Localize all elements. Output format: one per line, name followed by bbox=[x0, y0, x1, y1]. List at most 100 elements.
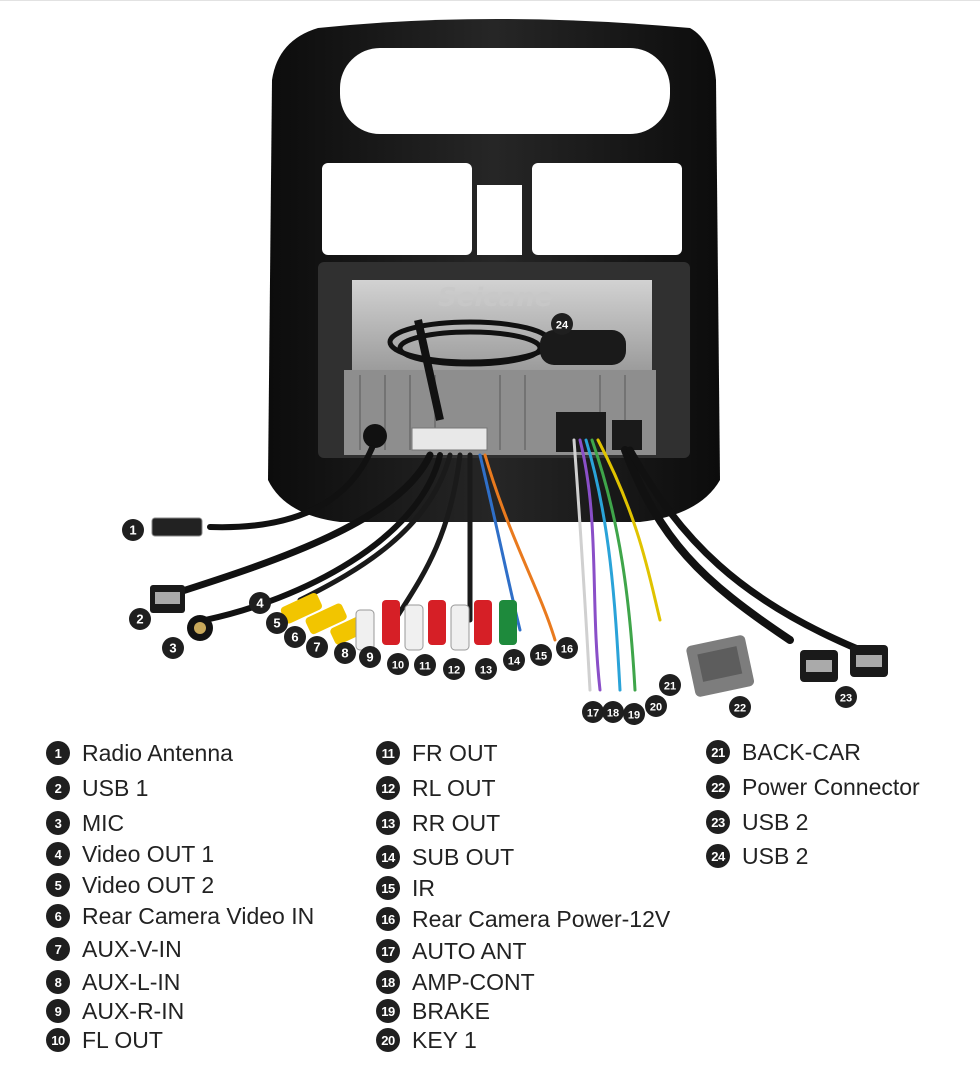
callout-23: 23 bbox=[835, 686, 857, 708]
cable-bundle bbox=[166, 438, 864, 692]
legend-number: 4 bbox=[46, 842, 70, 866]
legend-item-1: 1 Radio Antenna bbox=[46, 738, 233, 768]
callout-18: 18 bbox=[602, 701, 624, 723]
legend-label: Radio Antenna bbox=[82, 739, 233, 766]
connectors bbox=[150, 517, 888, 697]
legend-item-14: 14 SUB OUT bbox=[376, 842, 514, 872]
svg-text:1: 1 bbox=[129, 523, 136, 538]
legend-label: FL OUT bbox=[82, 1026, 163, 1053]
svg-text:17: 17 bbox=[587, 708, 599, 720]
callout-12: 12 bbox=[443, 658, 465, 680]
legend-label: AUX-R-IN bbox=[82, 997, 185, 1024]
legend-label: AUX-V-IN bbox=[82, 935, 182, 962]
legend-number: 10 bbox=[46, 1028, 70, 1052]
svg-text:3: 3 bbox=[169, 641, 176, 656]
legend-number: 22 bbox=[706, 775, 730, 799]
legend-item-4: 4 Video OUT 1 bbox=[46, 839, 214, 869]
legend-label: Rear Camera Power-12V bbox=[412, 905, 671, 932]
legend-label: Power Connector bbox=[742, 773, 920, 800]
legend-label: IR bbox=[412, 874, 435, 901]
callout-21: 21 bbox=[659, 674, 681, 696]
svg-text:18: 18 bbox=[607, 708, 619, 720]
legend-number: 8 bbox=[46, 970, 70, 994]
legend-label: Rear Camera Video IN bbox=[82, 902, 315, 929]
callout-11: 11 bbox=[414, 654, 436, 676]
callout-1: 1 bbox=[122, 519, 144, 541]
callout-2: 2 bbox=[129, 608, 151, 630]
svg-text:16: 16 bbox=[561, 644, 573, 656]
legend-item-8: 8 AUX-L-IN bbox=[46, 967, 180, 997]
legend-label: KEY 1 bbox=[412, 1026, 477, 1053]
legend-label: USB 2 bbox=[742, 842, 809, 869]
legend-label: SUB OUT bbox=[412, 843, 515, 870]
callout-16: 16 bbox=[556, 637, 578, 659]
legend-number: 5 bbox=[46, 873, 70, 897]
legend-label: RR OUT bbox=[412, 809, 501, 836]
legend-label: BACK-CAR bbox=[742, 738, 861, 765]
svg-text:7: 7 bbox=[313, 640, 320, 655]
legend-item-7: 7 AUX-V-IN bbox=[46, 934, 182, 964]
legend-item-15: 15 IR bbox=[376, 873, 435, 903]
legend-number: 15 bbox=[376, 876, 400, 900]
svg-text:23: 23 bbox=[840, 693, 852, 705]
callout-24: 24 bbox=[551, 313, 573, 335]
callout-22: 22 bbox=[729, 696, 751, 718]
callout-3: 3 bbox=[162, 637, 184, 659]
svg-text:21: 21 bbox=[664, 681, 676, 693]
legend-label: AMP-CONT bbox=[412, 968, 535, 995]
legend-item-24: 24 USB 2 bbox=[706, 841, 808, 871]
legend-item-22: 22 Power Connector bbox=[706, 772, 920, 802]
legend-item-5: 5 Video OUT 2 bbox=[46, 870, 214, 900]
svg-text:5: 5 bbox=[273, 616, 280, 631]
callout-20: 20 bbox=[645, 695, 667, 717]
legend-number: 24 bbox=[706, 844, 730, 868]
legend-number: 1 bbox=[46, 741, 70, 765]
legend-number: 3 bbox=[46, 811, 70, 835]
legend-number: 20 bbox=[376, 1028, 400, 1052]
callout-13: 13 bbox=[475, 658, 497, 680]
svg-text:12: 12 bbox=[448, 665, 460, 677]
svg-text:15: 15 bbox=[535, 651, 547, 663]
top-rule bbox=[0, 0, 980, 5]
callout-10: 10 bbox=[387, 653, 409, 675]
legend-number: 7 bbox=[46, 937, 70, 961]
legend-label: BRAKE bbox=[412, 997, 490, 1024]
svg-text:22: 22 bbox=[734, 703, 746, 715]
legend-label: Video OUT 1 bbox=[82, 840, 215, 867]
callout-7: 7 bbox=[306, 636, 328, 658]
legend-number: 23 bbox=[706, 810, 730, 834]
svg-text:24: 24 bbox=[556, 320, 569, 332]
legend-number: 11 bbox=[376, 741, 400, 765]
svg-text:4: 4 bbox=[256, 596, 264, 611]
callout-5: 5 bbox=[266, 612, 288, 634]
callout-14: 14 bbox=[503, 649, 525, 671]
legend-number: 14 bbox=[376, 845, 400, 869]
legend-item-20: 20 KEY 1 bbox=[376, 1025, 477, 1055]
legend-number: 16 bbox=[376, 907, 400, 931]
callout-9: 9 bbox=[359, 646, 381, 668]
legend-label: AUX-L-IN bbox=[82, 968, 181, 995]
legend-label: Video OUT 2 bbox=[82, 871, 215, 898]
callout-19: 19 bbox=[623, 703, 645, 725]
callout-17: 17 bbox=[582, 701, 604, 723]
svg-text:9: 9 bbox=[366, 650, 373, 665]
legend-item-10: 10 FL OUT bbox=[46, 1025, 163, 1055]
legend-number: 12 bbox=[376, 776, 400, 800]
callout-4: 4 bbox=[249, 592, 271, 614]
svg-text:13: 13 bbox=[480, 665, 492, 677]
legend-label: FR OUT bbox=[412, 739, 498, 766]
legend-number: 9 bbox=[46, 999, 70, 1023]
legend-number: 18 bbox=[376, 970, 400, 994]
legend-item-16: 16 Rear Camera Power-12V bbox=[376, 904, 670, 934]
svg-text:19: 19 bbox=[628, 710, 640, 722]
brand-watermark: Seicane bbox=[438, 283, 552, 313]
svg-text:20: 20 bbox=[650, 702, 662, 714]
